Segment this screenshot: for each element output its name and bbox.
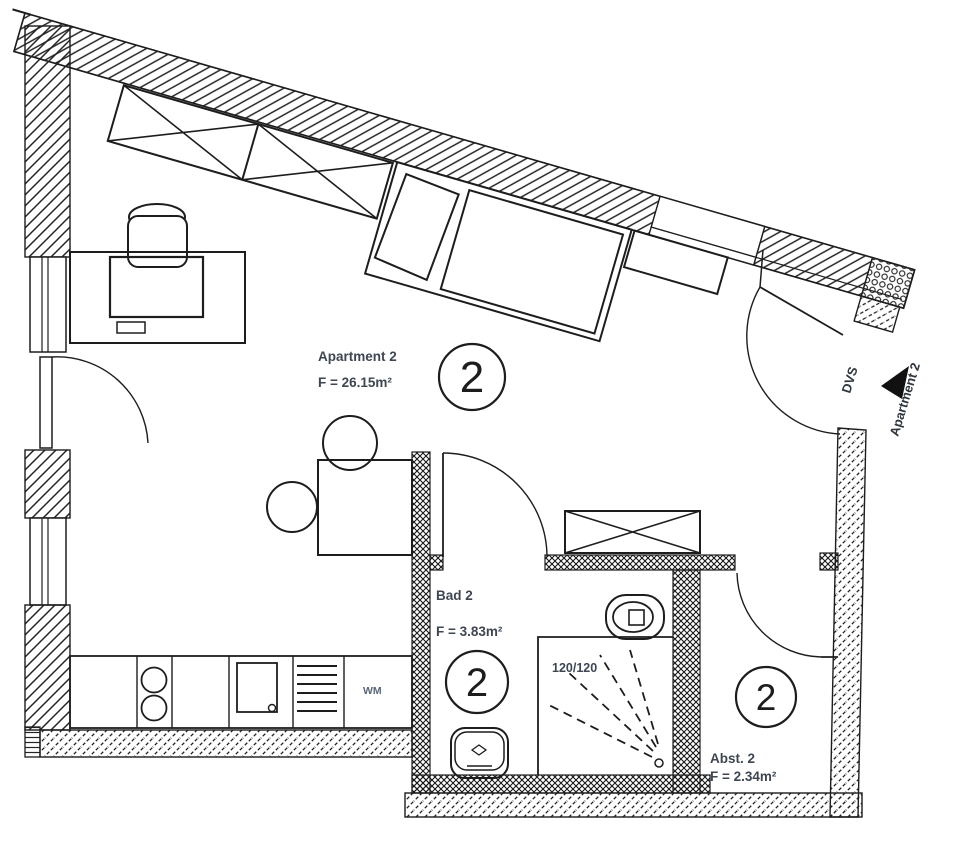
window-lower: [29, 517, 67, 606]
pillow: [373, 172, 460, 282]
top-exterior-wall: [12, 8, 916, 333]
washing-machine-label: WM: [363, 685, 382, 697]
door-swing-arc: [51, 356, 149, 444]
door-leaf: [759, 286, 844, 336]
balcony-door: [39, 356, 149, 449]
room-number-abst: 2: [734, 665, 798, 729]
bath-left-wall: [411, 451, 431, 794]
room-label-abst: Abst. 2 F = 2.34m²: [710, 751, 777, 784]
right-exterior-wall: [829, 427, 867, 818]
cooktop: [140, 666, 168, 722]
bath-top-wall: [544, 554, 736, 571]
window-upper: [29, 256, 67, 353]
left-exterior-wall: [24, 25, 149, 758]
svg-text:2: 2: [756, 677, 777, 718]
room-label-apartment: Apartment 2 F = 26.15m²: [318, 349, 397, 390]
svg-text:F = 3.83m²: F = 3.83m²: [436, 624, 503, 639]
storage-door: [736, 572, 838, 658]
dining-set: [266, 415, 413, 556]
hall-wardrobe: [564, 510, 701, 554]
bath-bottom-wall: [411, 774, 711, 794]
room-number-apartment: 2: [437, 342, 507, 412]
door-swing-arc: [442, 452, 548, 558]
bed: [363, 160, 633, 343]
interior-walls: [411, 451, 839, 794]
svg-text:Abst. 2: Abst. 2: [710, 751, 755, 766]
svg-text:F = 26.15m²: F = 26.15m²: [318, 375, 392, 390]
mattress: [439, 188, 625, 335]
bath-door-jamb: [429, 554, 444, 571]
svg-text:2: 2: [460, 353, 484, 402]
north-furniture: [106, 84, 730, 343]
sideboard: [622, 229, 730, 296]
chair: [266, 481, 318, 533]
door-leaf: [39, 356, 53, 449]
svg-text:F = 2.34m²: F = 2.34m²: [710, 769, 777, 784]
door-swing-arc: [736, 572, 822, 658]
svg-text:Bad 2: Bad 2: [436, 588, 473, 603]
table: [317, 459, 413, 556]
kitchen-counter: [69, 655, 413, 729]
room-number-bad: 2: [444, 649, 510, 715]
door-swing-arc: [746, 286, 841, 435]
glazing-line: [651, 226, 903, 301]
desk-area: [69, 203, 246, 344]
corner-block: [24, 726, 41, 758]
entrance-door: [746, 249, 844, 435]
wardrobe: [106, 84, 395, 220]
svg-text:Apartment 2: Apartment 2: [318, 349, 397, 364]
desk-chair: [127, 215, 188, 268]
entrance-arrow-icon: [881, 366, 909, 399]
wall-end-cap: [853, 295, 901, 333]
toilet: [605, 594, 665, 640]
keyboard: [116, 321, 146, 334]
desk: [69, 251, 246, 344]
bath-right-wall: [672, 569, 701, 794]
svg-text:2: 2: [466, 661, 488, 705]
shower-size-label: 120/120: [552, 661, 597, 675]
shower: [537, 636, 673, 775]
bathroom-door: [442, 452, 548, 558]
wall-hatch-segment: [13, 12, 661, 236]
bottom-right-exterior-wall: [404, 792, 863, 818]
chair: [322, 415, 378, 471]
bottom-left-exterior-wall: [39, 729, 413, 758]
dish-rack: [297, 665, 337, 712]
oven: [236, 662, 278, 713]
corner-tick: [12, 8, 32, 16]
entrance-route-label: DVS: [839, 365, 861, 395]
sink: [450, 727, 509, 779]
entrance-annotation: DVS Apartment 2: [839, 361, 924, 438]
room-label-bad: Bad 2 F = 3.83m²: [436, 588, 503, 639]
monitor: [108, 255, 205, 319]
abst-door-jamb: [819, 552, 839, 571]
drain: [654, 758, 664, 768]
entrance-apartment-label: Apartment 2: [887, 361, 924, 438]
shower-spray-lines: [544, 649, 659, 758]
tap: [470, 744, 488, 756]
